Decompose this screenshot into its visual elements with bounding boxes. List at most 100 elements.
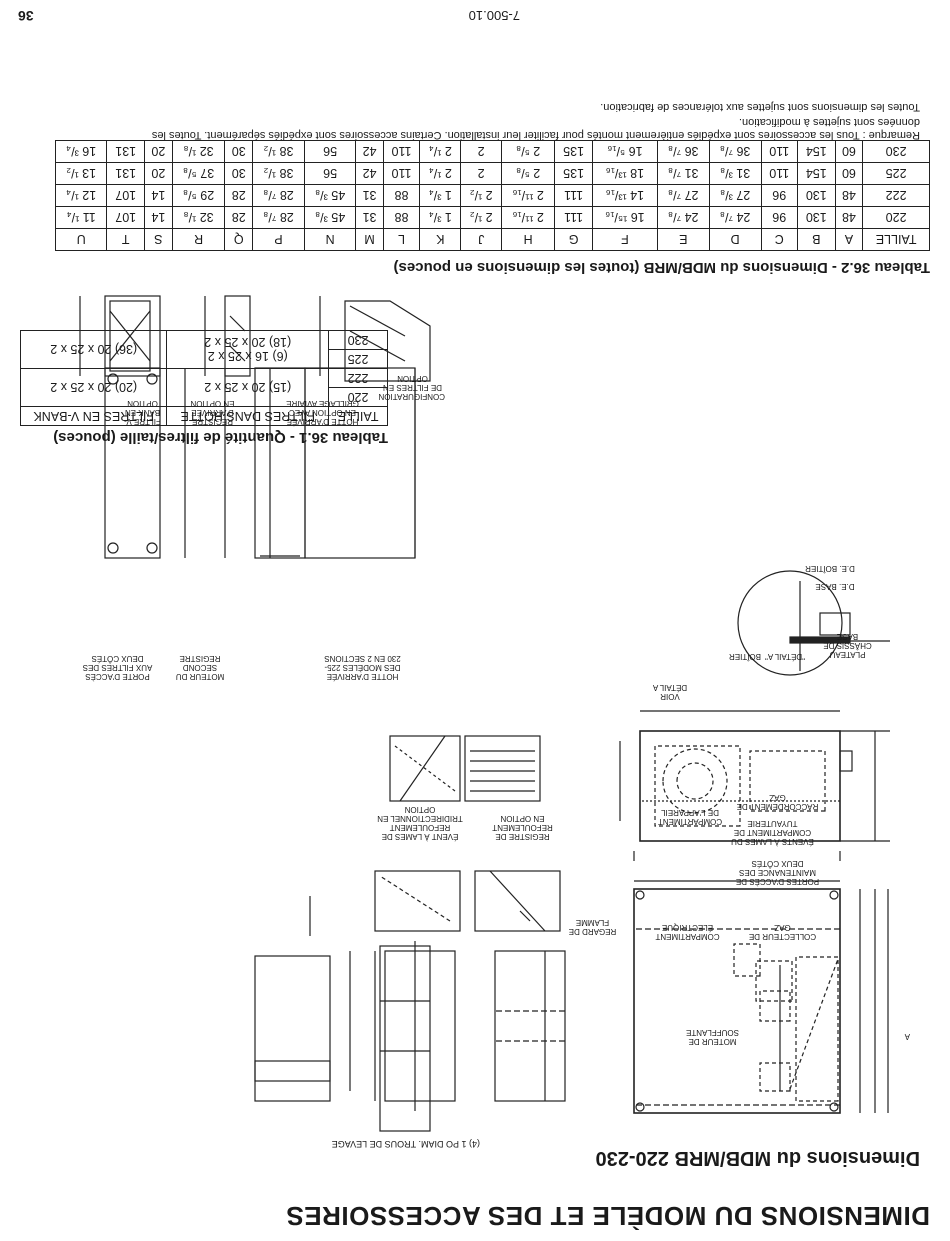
dims-cell: 110 xyxy=(761,162,798,185)
dims-header-cell: M xyxy=(355,228,384,251)
dims-cell: 56 xyxy=(304,162,356,185)
dims-cell: 28 xyxy=(224,206,253,229)
elevation-views xyxy=(104,367,416,559)
dims-cell: 48 xyxy=(835,206,863,229)
doc-number: 7-500.10 xyxy=(468,8,520,23)
dims-cell: 107 xyxy=(106,206,145,229)
top-view-side-profiles xyxy=(374,941,566,1111)
dims-header-cell: H xyxy=(501,228,555,251)
remark-line-1: Remarque : Tous les accessoires sont exp… xyxy=(151,129,920,141)
dims-cell: 130 xyxy=(797,184,836,207)
dims-cell: 131 xyxy=(106,140,145,163)
dims-cell: 111 xyxy=(554,184,593,207)
dims-cell: 42 xyxy=(355,140,384,163)
second-register-motor-label: MOTEUR DU SECOND REGISTRE xyxy=(175,654,225,681)
dimension-mark-a: A xyxy=(904,1032,910,1041)
dims-cell: 38 ¹/₂ xyxy=(252,162,305,185)
dims-cell: 60 xyxy=(835,140,863,163)
dims-cell: 20 xyxy=(144,140,173,163)
dims-cell: 29 ⁵/₈ xyxy=(172,184,225,207)
dims-cell: 110 xyxy=(383,140,420,163)
dims-header-cell: P xyxy=(252,228,305,251)
electrical-compartment-label: COMPARTIMENT ÉLECTRIQUE xyxy=(655,923,720,941)
dims-cell: 110 xyxy=(383,162,420,185)
remark-line-2: données sont sujettes à modification. xyxy=(738,116,920,128)
dims-cell: 111 xyxy=(554,206,593,229)
remarks-block: Remarque : Tous les accessoires sont exp… xyxy=(130,100,920,141)
filter-header-size: TAILLE xyxy=(328,406,388,426)
de-housing-label: D.E. BOÎTIER xyxy=(805,564,855,573)
dims-cell: 27 ⁷/₈ xyxy=(657,184,710,207)
dims-cell: 27 ³/₈ xyxy=(709,184,762,207)
dims-cell: 24 ⁷/₈ xyxy=(657,206,710,229)
housing-label: BOÎTIER xyxy=(729,652,762,661)
filter-access-doors-label: PORTE D'ACCÈS AUX FILTRES DES DEUX CÔTÉS xyxy=(82,654,153,681)
dims-cell: 36 ⁷/₈ xyxy=(709,140,762,163)
dims-cell: 88 xyxy=(383,184,420,207)
remark-line-3: Toutes les dimensions sont sujettes aux … xyxy=(600,101,920,113)
dims-cell: 96 xyxy=(761,184,798,207)
dims-header-cell: K xyxy=(419,228,461,251)
dims-header-cell: Q xyxy=(224,228,253,251)
dims-cell: 28 ⁷/₈ xyxy=(252,184,305,207)
filter-table-title: Tableau 36.1 - Quantité de filtres/taill… xyxy=(53,429,388,446)
dims-cell: 2 ⁵/₈ xyxy=(501,162,555,185)
dims-cell: 12 ¹/₄ xyxy=(55,184,107,207)
dims-header-cell: D xyxy=(709,228,762,251)
see-detail-label: VOIR DÉTAIL A xyxy=(652,683,688,701)
dims-cell: 88 xyxy=(383,206,420,229)
size-cell: 222 xyxy=(328,368,388,388)
size-cell: 230 xyxy=(328,330,388,350)
dims-cell: 14 xyxy=(144,184,173,207)
gas-connection-label: RACCORDEMENT DE GAZ xyxy=(736,793,819,811)
dims-header-cell: G xyxy=(554,228,593,251)
dims-header-cell: U xyxy=(55,228,107,251)
dims-cell: 38 ¹/₂ xyxy=(252,140,305,163)
dims-cell: 2 ⁵/₈ xyxy=(501,140,555,163)
dims-cell: 31 xyxy=(355,184,384,207)
dims-cell: 110 xyxy=(761,140,798,163)
filter-header-hood: FILTRES DANS HOTTE xyxy=(166,406,329,426)
filter-config-label: CONFIGURATION DE FILTRES EN OPTION xyxy=(378,374,445,401)
dims-table-title: Tableau 36.2 - Dimensions du MDB/MRB (to… xyxy=(393,259,930,276)
dims-cell: 56 xyxy=(304,140,356,163)
dims-cell: 45 ³/₈ xyxy=(304,184,356,207)
dims-cell: 42 xyxy=(355,162,384,185)
size-cell: 225 xyxy=(328,349,388,369)
hood-filter-cell: (15) 20 x 25 x 2 xyxy=(166,368,329,407)
dims-header-cell: S xyxy=(144,228,173,251)
dims-cell: 96 xyxy=(761,206,798,229)
dims-cell: 20 xyxy=(144,162,173,185)
dims-cell: 14 ¹³/₁₆ xyxy=(592,184,658,207)
dims-cell: 2 ¹¹/₁₆ xyxy=(501,206,555,229)
filter-table: TAILLE FILTRES DANS HOTTE FILTRES EN V-B… xyxy=(20,330,388,426)
dims-header-cell: C xyxy=(761,228,798,251)
de-base-label: D.E. BASE xyxy=(815,582,855,591)
dims-cell: 2 ¹/₄ xyxy=(419,162,461,185)
dims-header-cell: J xyxy=(460,228,502,251)
vbank-filter-cell: (20) 20 x 25 x 2 xyxy=(20,368,167,407)
lifting-holes-label: (4) 1 PO DIAM. TROUS DE LEVAGE xyxy=(331,1139,480,1149)
dims-cell: 28 xyxy=(224,184,253,207)
blower-motor-label: MOTEUR DE SOUFFLANTE xyxy=(686,1028,739,1046)
dims-cell: 2 xyxy=(460,140,502,163)
dims-header-cell: T xyxy=(106,228,145,251)
dims-cell: 230 xyxy=(862,140,930,163)
appliance-compartment-label: COMPARTIMENT DE L'APPAREIL xyxy=(657,808,723,826)
base-plate-label: PLATEAU CHÂSSIS DE BASE xyxy=(823,632,872,659)
flame-window-label: REGARD DE FLAMME xyxy=(568,918,617,936)
dims-cell: 18 ¹³/₁₆ xyxy=(592,162,658,185)
dims-cell: 16 ¹⁵/₁₆ xyxy=(592,206,658,229)
dims-cell: 11 ¹/₄ xyxy=(55,206,107,229)
accessory-register-views xyxy=(254,870,561,1132)
detail-a-drawing xyxy=(737,570,890,676)
dims-header-cell: L xyxy=(383,228,420,251)
dims-header-cell: F xyxy=(592,228,658,251)
inlet-hood-2sections-label: HOTTE D'ARRIVÉE DES MODÈLES 225-230 EN 2… xyxy=(324,654,401,681)
dims-cell: 14 xyxy=(144,206,173,229)
dims-cell: 30 xyxy=(224,140,253,163)
